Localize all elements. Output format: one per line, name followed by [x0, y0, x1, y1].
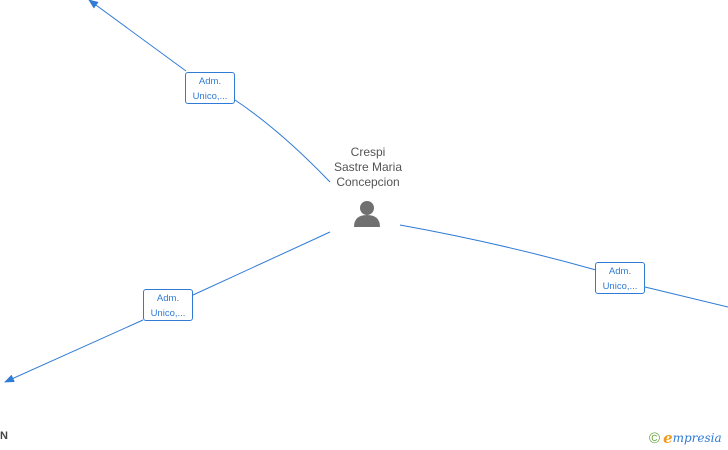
person-name-line-2: Sastre Maria [333, 160, 403, 174]
person-name-line-1: Crespi [350, 145, 386, 159]
person-icon[interactable] [352, 200, 382, 228]
brand-logo-initial: e [663, 429, 673, 447]
brand-logo-text: mpresia [672, 431, 722, 445]
edge-top-left-arrow [88, 0, 187, 72]
person-name[interactable]: Crespi Sastre Maria Concepcion [318, 145, 418, 190]
copyright-icon: © [649, 429, 661, 447]
edge-bottom-left-arrow [4, 319, 144, 383]
relation-label-line-2: Unico,... [602, 281, 638, 292]
relation-label-line-2: Unico,... [192, 91, 228, 102]
brand-logo[interactable]: © e mpresia [649, 429, 722, 447]
relation-label-line-2: Unico,... [150, 308, 186, 319]
relation-label-bottom-left[interactable]: Adm. Unico,... [143, 289, 193, 321]
relation-label-top-left[interactable]: Adm. Unico,... [185, 72, 235, 104]
relation-label-right[interactable]: Adm. Unico,... [595, 262, 645, 294]
relation-label-line-1: Adm. [156, 293, 180, 304]
edge-to-bottom-left-company [192, 231, 331, 296]
relation-label-line-1: Adm. [198, 76, 222, 87]
person-name-line-3: Concepcion [336, 175, 400, 189]
edge-right-continuation [644, 286, 728, 308]
cut-off-company-label[interactable]: N [0, 430, 8, 442]
relation-label-line-1: Adm. [608, 266, 632, 277]
edge-to-right-company [399, 224, 597, 271]
edge-to-top-left-company [234, 99, 331, 183]
